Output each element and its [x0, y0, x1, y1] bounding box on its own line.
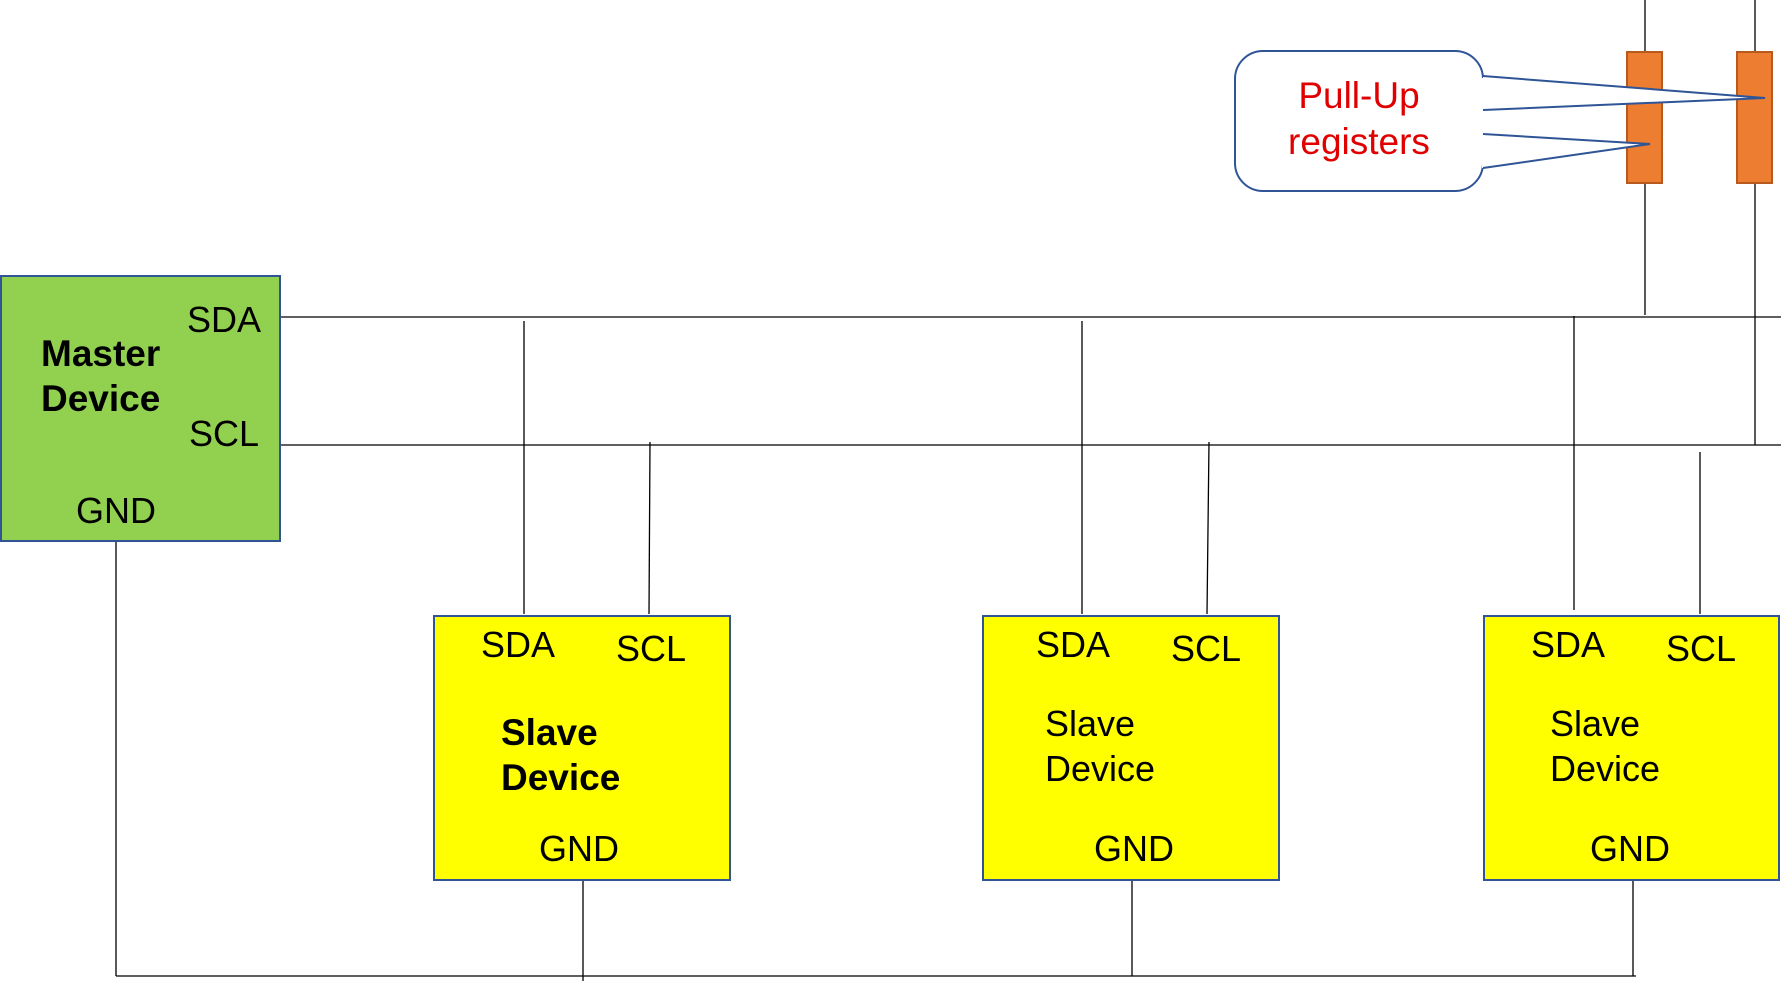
callout-line-1: Pull-Up — [1298, 75, 1419, 116]
pullup-resistor-scl — [1736, 51, 1773, 184]
slave-3-scl-label: SCL — [1666, 628, 1736, 669]
callout-pointer-1 — [1482, 75, 1766, 111]
slave-device-1: SDA SCL Slave Device GND — [433, 615, 731, 881]
wires — [115, 0, 1781, 981]
slave-3-sda-label: SDA — [1531, 624, 1605, 665]
slave-1-gnd-label: GND — [539, 828, 619, 869]
pullup-resistor-sda — [1626, 51, 1663, 184]
slave-device-1-box — [433, 615, 731, 881]
master-gnd-label: GND — [76, 490, 156, 531]
slave-device-3: SDA SCL Slave Device GND — [1483, 615, 1780, 881]
slave-device-2-box — [982, 615, 1280, 881]
slave-1-title-line-1: Slave — [501, 712, 598, 753]
slave-1-scl-wire — [648, 441, 651, 615]
slave-3-title-line-1: Slave — [1550, 703, 1640, 744]
slave-device-3-box — [1483, 615, 1780, 881]
slave-2-scl-label: SCL — [1171, 628, 1241, 669]
master-title-line-1: Master — [41, 333, 160, 374]
master-scl-label: SCL — [189, 413, 259, 454]
slave-device-2: SDA SCL Slave Device GND — [982, 615, 1280, 881]
master-device-box — [0, 275, 281, 542]
pullup-callout: Pull-Up registers — [1234, 50, 1766, 192]
slave-2-scl-wire — [1206, 441, 1210, 615]
master-sda-label: SDA — [187, 299, 261, 340]
master-title-line-2: Device — [41, 378, 160, 419]
slave-2-title-line-2: Device — [1045, 748, 1155, 789]
slave-1-sda-label: SDA — [481, 624, 555, 665]
callout-line-2: registers — [1288, 121, 1430, 162]
slave-1-scl-label: SCL — [616, 628, 686, 669]
master-device: Master Device SDA SCL GND — [0, 275, 281, 542]
slave-2-title-line-1: Slave — [1045, 703, 1135, 744]
callout-pointer-2 — [1482, 133, 1651, 169]
slave-2-gnd-label: GND — [1094, 828, 1174, 869]
slave-1-title-line-2: Device — [501, 757, 620, 798]
slave-3-gnd-label: GND — [1590, 828, 1670, 869]
slave-3-title-line-2: Device — [1550, 748, 1660, 789]
slave-2-sda-label: SDA — [1036, 624, 1110, 665]
